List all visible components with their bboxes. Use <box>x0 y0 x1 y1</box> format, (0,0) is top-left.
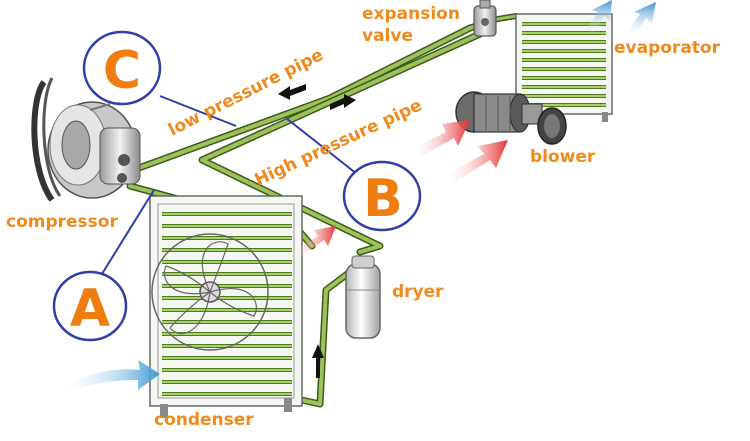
marker-a-ring <box>52 270 128 342</box>
hot-air-arrow-icon <box>292 226 336 258</box>
marker-c-label: C <box>103 41 141 101</box>
condenser-coils <box>162 212 292 396</box>
evaporator-label: evaporator <box>614 38 721 58</box>
cool-air-arrow-icon <box>586 0 612 34</box>
compressor <box>31 77 141 202</box>
expansion-valve <box>473 0 497 37</box>
compressor-label: compressor <box>6 212 118 232</box>
markers: A B C <box>52 30 422 342</box>
marker-c-pointer <box>159 95 237 127</box>
hot-air-arrow-icon <box>444 140 508 184</box>
marker-c-ring <box>82 30 162 106</box>
condenser-fan <box>151 233 269 351</box>
arrow-right-icon <box>330 94 356 110</box>
condenser <box>149 195 303 418</box>
air-arrows <box>58 0 656 396</box>
dryer <box>345 255 381 339</box>
expansion-valve-label-line2: valve <box>362 26 413 46</box>
condenser-label: condenser <box>154 410 254 430</box>
blower <box>455 91 567 145</box>
marker-b-pointer <box>285 117 363 179</box>
cold-air-arrow-icon <box>58 360 160 396</box>
hot-air-arrow-icon <box>410 120 470 158</box>
dryer-label: dryer <box>392 282 444 302</box>
marker-b-ring <box>342 160 422 232</box>
marker-b-label: B <box>363 169 403 229</box>
blower-label: blower <box>530 147 596 167</box>
arrow-up-icon <box>312 344 324 378</box>
expansion-valve-label-line1: expansion <box>362 4 460 24</box>
marker-a-label: A <box>70 279 110 339</box>
cool-air-arrow-icon <box>626 2 656 38</box>
arrow-left-icon <box>278 84 306 100</box>
